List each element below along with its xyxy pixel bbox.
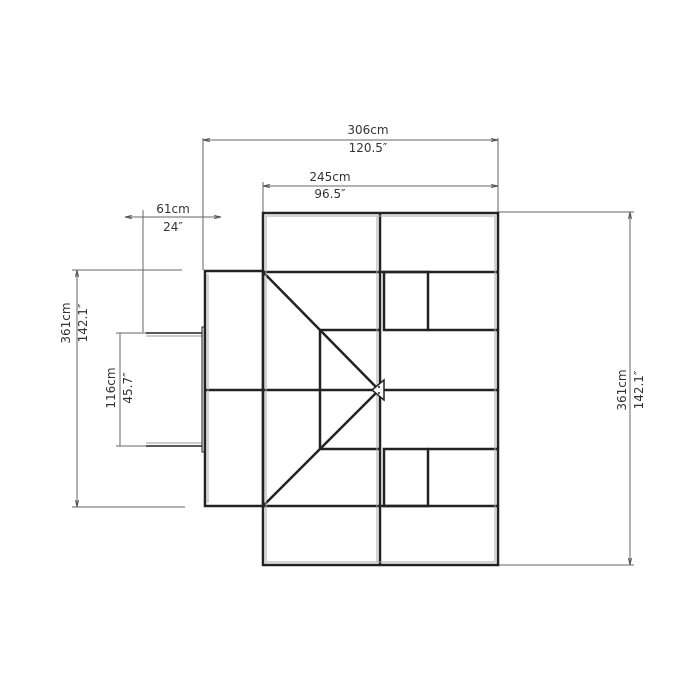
- dimension-wing-depth: [125, 210, 221, 332]
- door-handles: [146, 326, 206, 453]
- overall-width-imperial: 120.5″: [349, 141, 388, 155]
- left-length-imperial: 142.1″: [76, 303, 90, 342]
- overall-width-metric: 306cm: [347, 123, 388, 137]
- dimension-overall-width: [202, 138, 499, 270]
- wing-depth-imperial: 24″: [163, 220, 183, 234]
- main-width-metric: 245cm: [309, 170, 350, 184]
- main-width-imperial: 96.5″: [314, 187, 346, 201]
- door-opening-metric: 116cm: [104, 367, 118, 408]
- dimension-right-length: [498, 211, 634, 566]
- left-length-metric: 361cm: [59, 302, 73, 343]
- wing-depth-metric: 61cm: [156, 202, 190, 216]
- dimension-main-width: [262, 182, 498, 212]
- door-opening-imperial: 45.7″: [121, 372, 135, 404]
- right-length-imperial: 142.1″: [632, 370, 646, 409]
- center-joint-icon: [370, 378, 385, 402]
- dimension-left-length: [72, 269, 185, 508]
- right-length-metric: 361cm: [615, 369, 629, 410]
- greenhouse-frame: [203, 211, 500, 567]
- dimension-door-opening: [116, 332, 146, 447]
